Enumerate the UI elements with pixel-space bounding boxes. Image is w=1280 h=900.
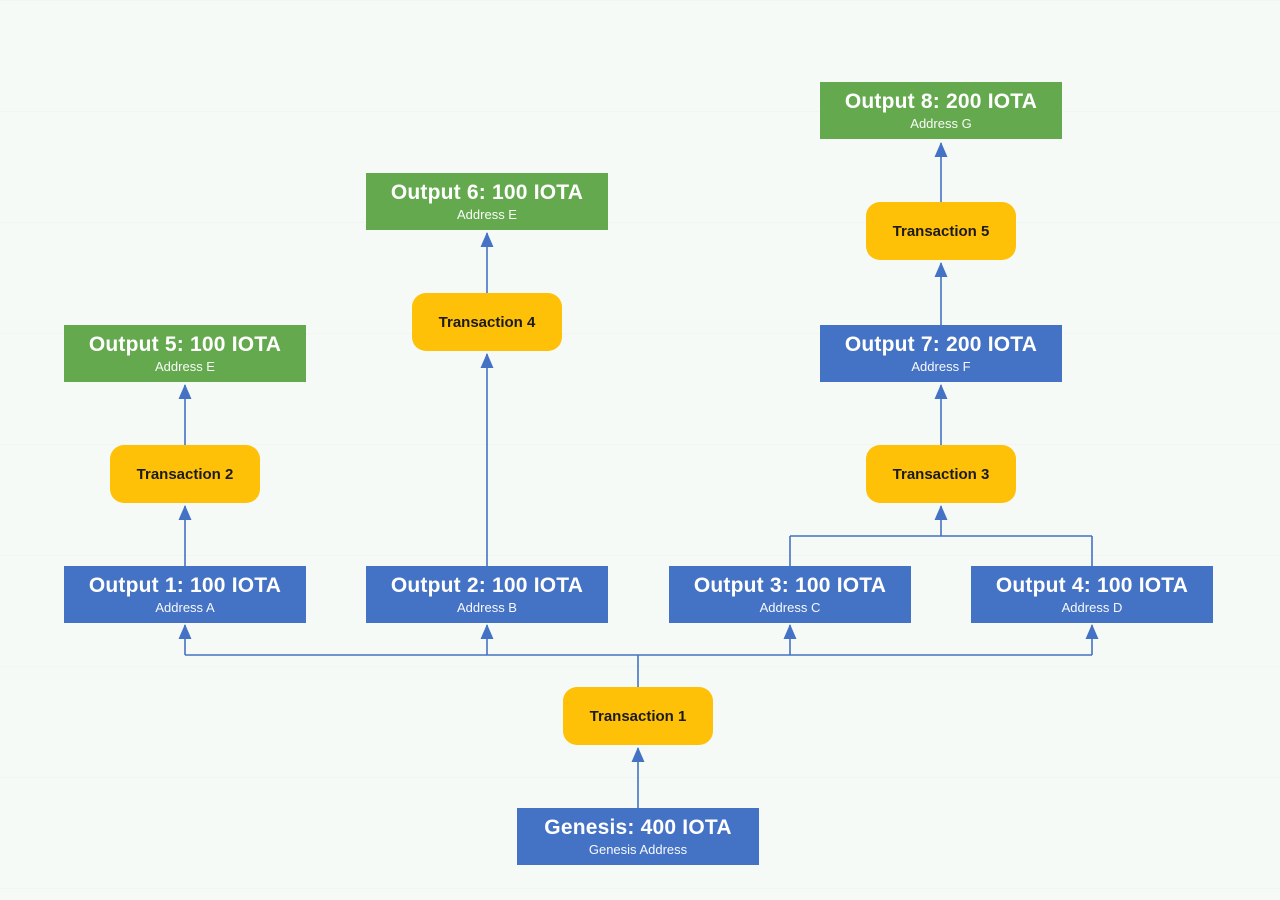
node-output-4: Output 4: 100 IOTA Address D [971,566,1213,623]
node-transaction-3: Transaction 3 [866,445,1016,503]
node-transaction-5-label: Transaction 5 [892,222,990,240]
node-genesis-subtitle: Genesis Address [588,841,688,857]
node-output-8: Output 8: 200 IOTA Address G [820,82,1062,139]
node-transaction-1-label: Transaction 1 [589,707,687,725]
node-transaction-4: Transaction 4 [412,293,562,351]
node-transaction-3-label: Transaction 3 [892,465,990,483]
node-transaction-2: Transaction 2 [110,445,260,503]
node-output-6: Output 6: 100 IOTA Address E [366,173,608,230]
node-output-7: Output 7: 200 IOTA Address F [820,325,1062,382]
node-transaction-5: Transaction 5 [866,202,1016,260]
node-transaction-1: Transaction 1 [563,687,713,745]
node-output-1: Output 1: 100 IOTA Address A [64,566,306,623]
node-output-2-title: Output 2: 100 IOTA [390,574,584,598]
node-genesis-title: Genesis: 400 IOTA [544,816,732,840]
node-output-1-subtitle: Address A [155,599,215,615]
node-output-6-title: Output 6: 100 IOTA [390,181,584,205]
node-output-5: Output 5: 100 IOTA Address E [64,325,306,382]
node-transaction-4-label: Transaction 4 [438,313,536,331]
node-output-8-subtitle: Address G [910,115,972,131]
node-output-7-subtitle: Address F [911,358,971,374]
node-output-8-title: Output 8: 200 IOTA [844,90,1038,114]
node-transaction-2-label: Transaction 2 [136,465,234,483]
node-output-7-title: Output 7: 200 IOTA [844,333,1038,357]
node-output-5-subtitle: Address E [155,358,215,374]
node-output-6-subtitle: Address E [457,206,517,222]
node-output-4-subtitle: Address D [1061,599,1123,615]
node-output-2: Output 2: 100 IOTA Address B [366,566,608,623]
node-genesis: Genesis: 400 IOTA Genesis Address [517,808,759,865]
node-output-4-title: Output 4: 100 IOTA [995,574,1189,598]
node-output-3-title: Output 3: 100 IOTA [693,574,887,598]
node-output-3-subtitle: Address C [759,599,821,615]
node-output-3: Output 3: 100 IOTA Address C [669,566,911,623]
node-output-2-subtitle: Address B [457,599,517,615]
node-output-5-title: Output 5: 100 IOTA [88,333,282,357]
node-output-1-title: Output 1: 100 IOTA [88,574,282,598]
